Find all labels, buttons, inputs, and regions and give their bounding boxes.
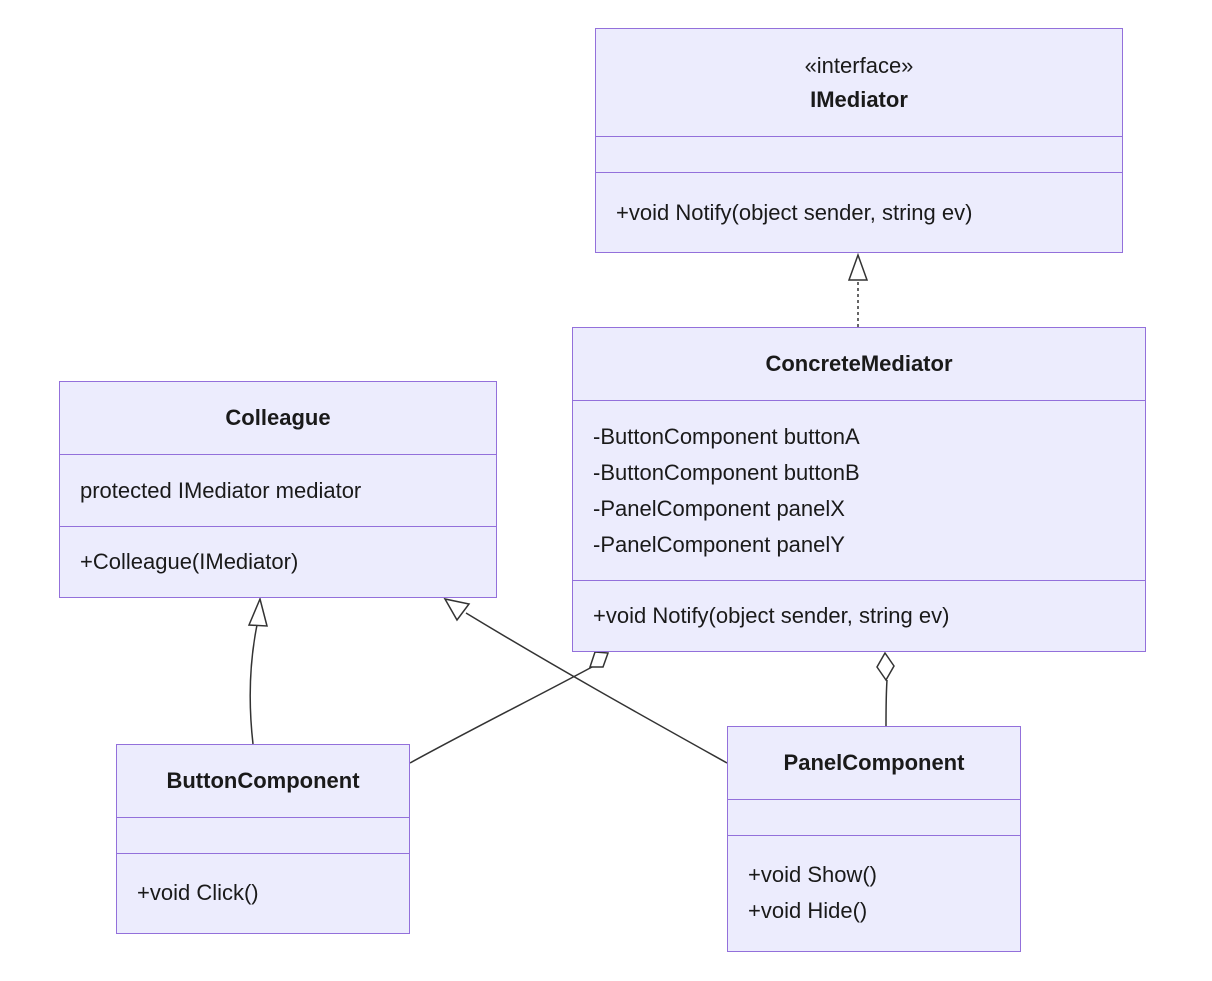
class-header: Colleague (60, 382, 496, 455)
attributes-section (728, 800, 1020, 836)
panel-aggregation-edge (885, 679, 888, 727)
class-name: IMediator (810, 86, 908, 112)
class-name: Colleague (225, 405, 331, 430)
class-header: ButtonComponent (117, 745, 409, 818)
panel-inheritance-arrowhead (443, 597, 471, 622)
attributes-section (596, 137, 1122, 173)
class-header: «interface» IMediator (596, 29, 1122, 137)
attribute-item: -PanelComponent panelX (593, 495, 845, 521)
panel-aggregation-diamond (876, 651, 895, 682)
attribute-item: -ButtonComponent buttonB (593, 459, 860, 485)
class-header: ConcreteMediator (573, 328, 1145, 401)
attribute-item: -ButtonComponent buttonA (593, 423, 860, 449)
method-item: +void Notify(object sender, string ev) (616, 199, 973, 225)
methods-section: +Colleague(IMediator) (60, 527, 496, 596)
panel-component-class[interactable]: PanelComponent +void Show() +void Hide() (727, 726, 1021, 952)
button-component-class[interactable]: ButtonComponent +void Click() (116, 744, 410, 934)
method-item: +void Hide() (748, 898, 868, 923)
interface-stereotype: «interface» (804, 52, 914, 78)
attribute-item: -PanelComponent panelY (593, 531, 845, 557)
methods-section: +void Notify(object sender, string ev) (596, 173, 1122, 252)
method-item: +Colleague(IMediator) (80, 548, 299, 574)
methods-section: +void Show() +void Hide() (728, 836, 1020, 950)
panel-inheritance-edge (465, 612, 728, 764)
button-aggregation-edge (409, 666, 593, 764)
attributes-section (117, 818, 409, 854)
class-name: ButtonComponent (166, 768, 360, 793)
attributes-section: protected IMediator mediator (60, 455, 496, 527)
method-item: +void Click() (137, 880, 259, 905)
button-aggregation-diamond (588, 651, 610, 668)
imediator-class[interactable]: «interface» IMediator +void Notify(objec… (595, 28, 1123, 253)
colleague-class[interactable]: Colleague protected IMediator mediator +… (59, 381, 497, 598)
method-item: +void Notify(object sender, string ev) (593, 602, 950, 628)
methods-section: +void Notify(object sender, string ev) (573, 581, 1145, 650)
realization-arrowhead (847, 252, 869, 281)
class-name: ConcreteMediator (765, 351, 953, 376)
button-inheritance-arrowhead (247, 596, 268, 627)
class-name: PanelComponent (783, 750, 965, 775)
attribute-item: protected IMediator mediator (80, 477, 362, 503)
class-header: PanelComponent (728, 727, 1020, 800)
button-inheritance-edge (249, 624, 258, 745)
concrete-mediator-class[interactable]: ConcreteMediator -ButtonComponent button… (572, 327, 1146, 652)
methods-section: +void Click() (117, 854, 409, 932)
method-item: +void Show() (748, 862, 878, 887)
attributes-section: -ButtonComponent buttonA -ButtonComponen… (573, 401, 1145, 581)
